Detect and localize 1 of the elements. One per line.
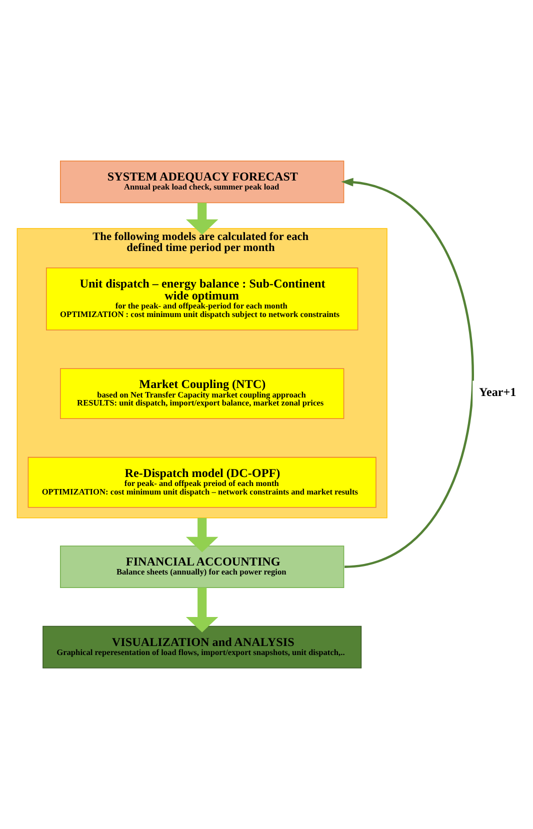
edge-label: Year+1: [479, 384, 516, 399]
